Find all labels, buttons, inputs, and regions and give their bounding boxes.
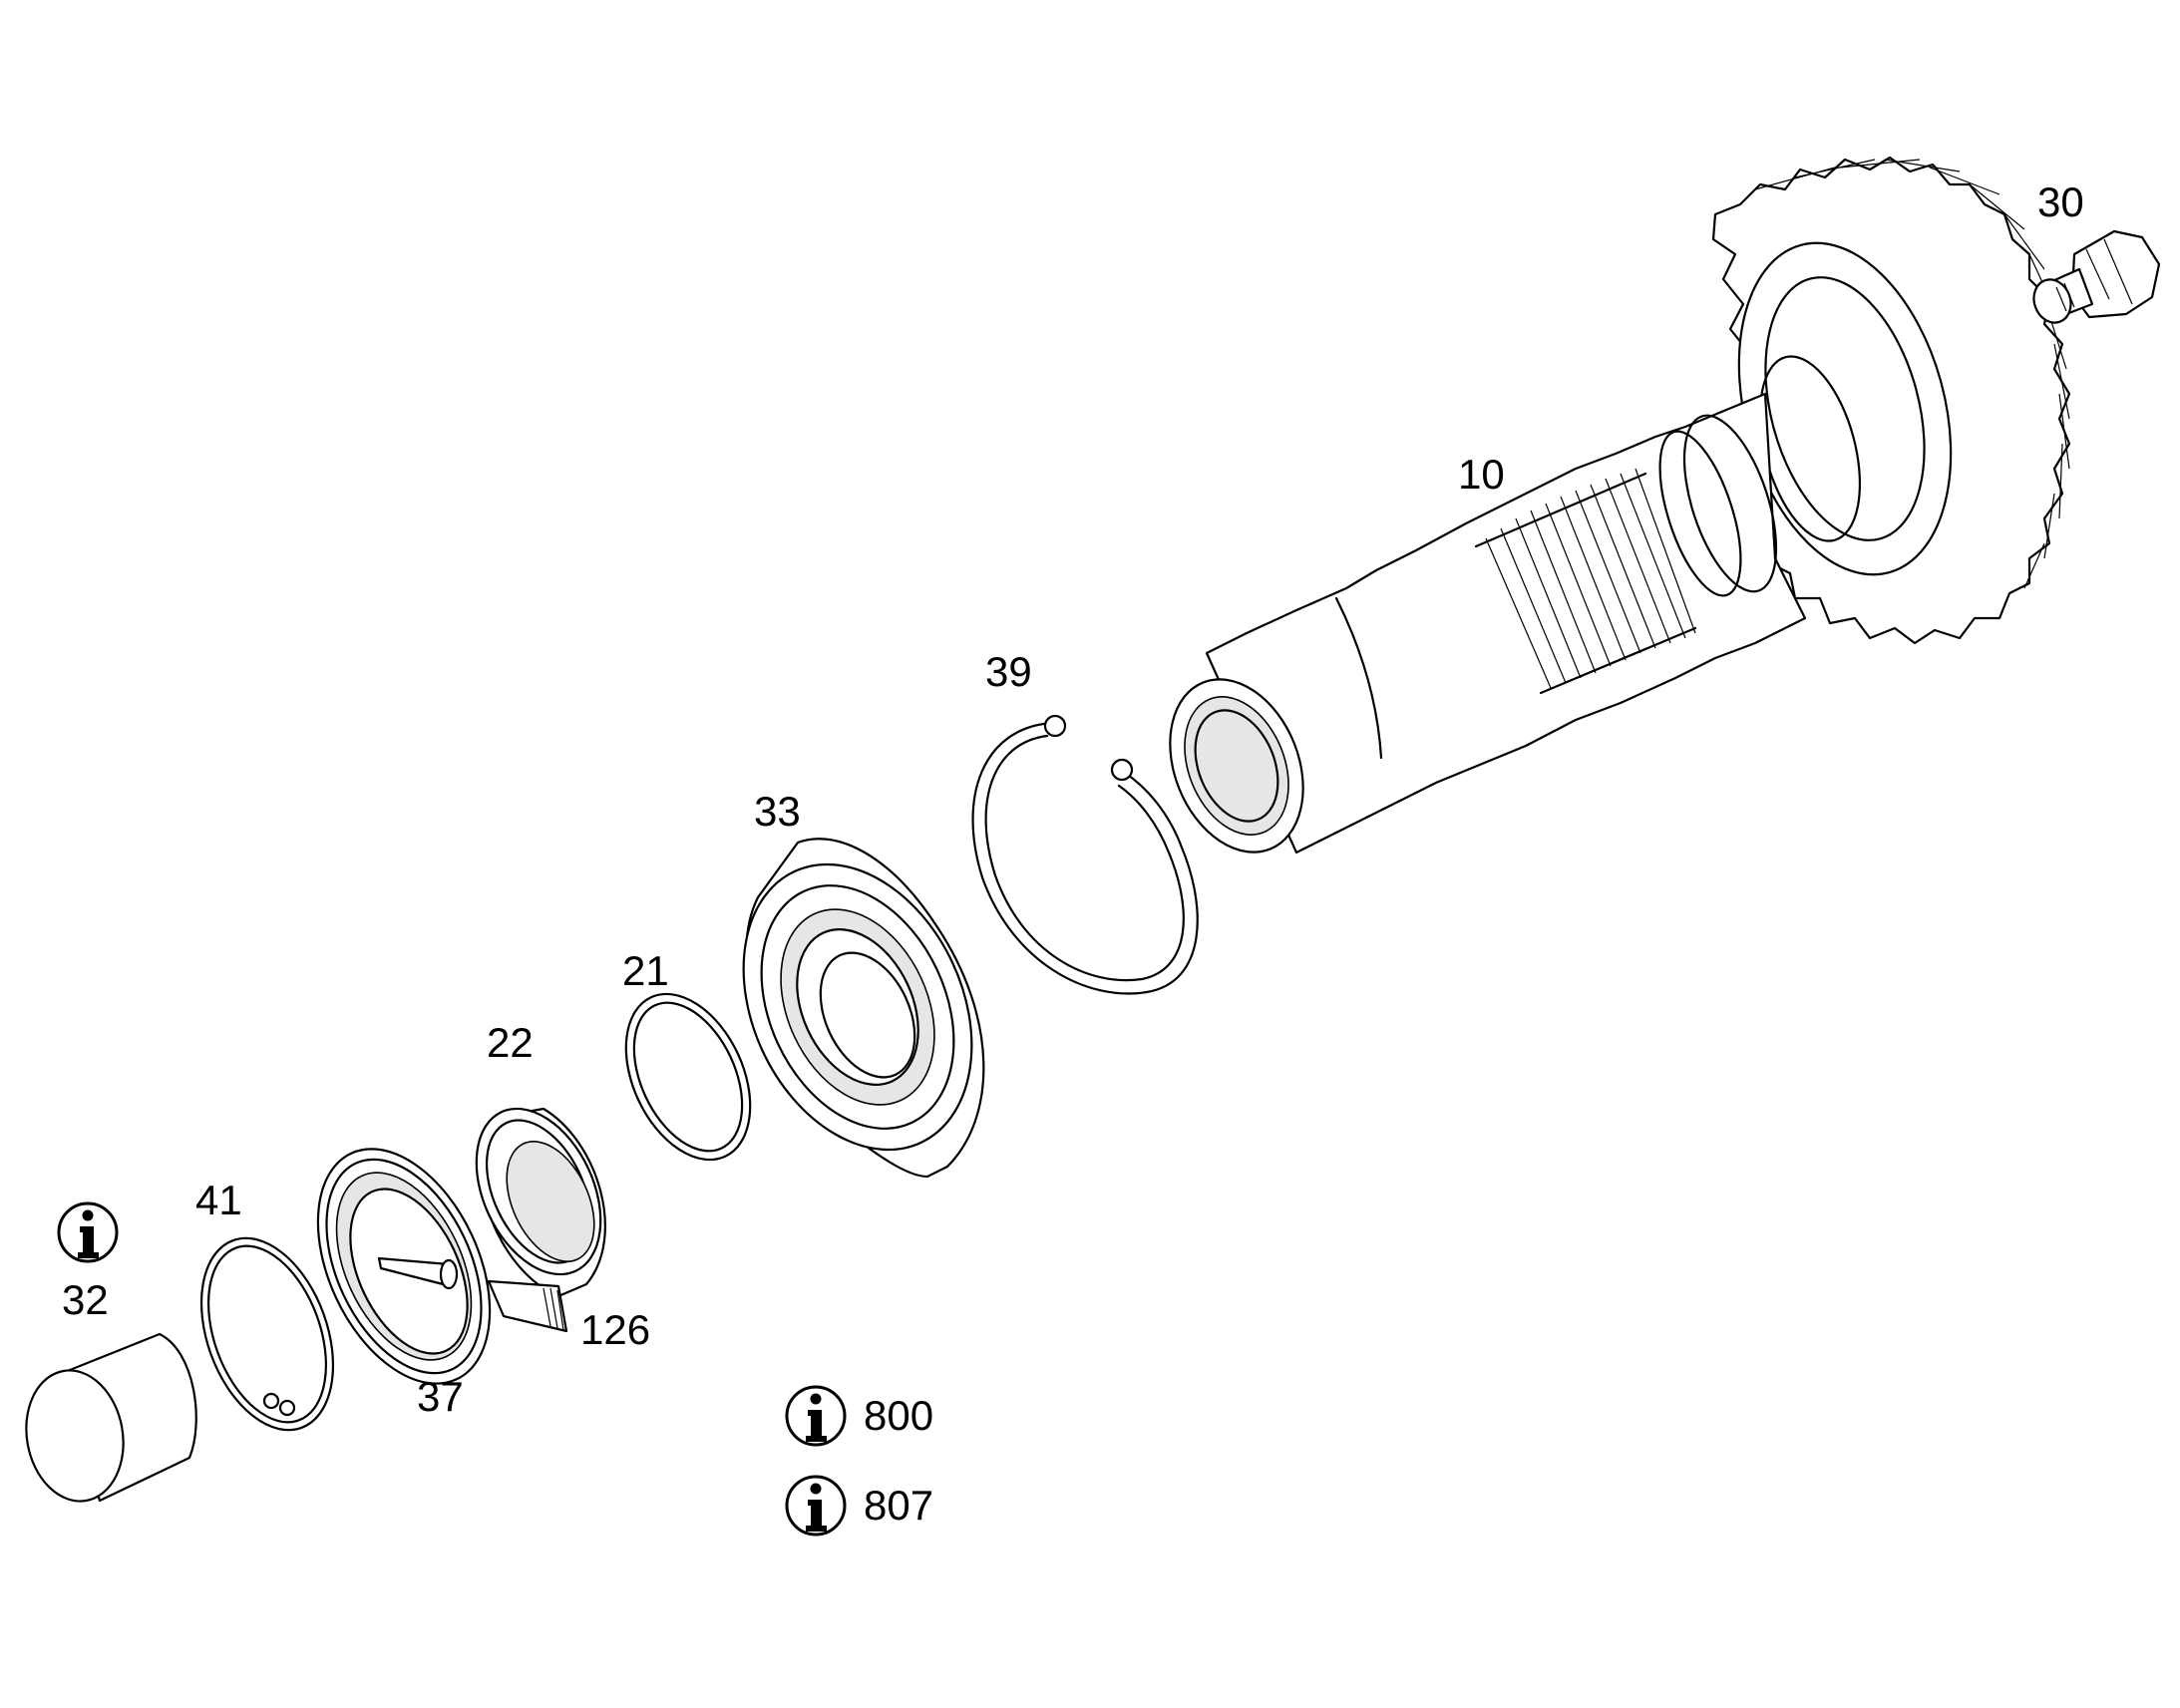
label-41: 41 bbox=[195, 1177, 242, 1223]
info-note-807[interactable]: 807 bbox=[785, 1475, 933, 1537]
part-30-screw-plug bbox=[2032, 229, 2161, 324]
label-30: 30 bbox=[2037, 178, 2084, 225]
label-126: 126 bbox=[580, 1306, 650, 1353]
shaft-splines bbox=[1474, 468, 1697, 695]
info-icon-32[interactable] bbox=[57, 1201, 119, 1263]
part-labels: 10 30 39 33 21 22 41 32 37 126 bbox=[62, 178, 2084, 1420]
part-39-snap-ring bbox=[971, 714, 1199, 995]
label-22: 22 bbox=[487, 1019, 534, 1066]
part-32-cylinder bbox=[25, 1332, 197, 1503]
info-note-807-label: 807 bbox=[864, 1482, 933, 1529]
part-22-sleeve bbox=[475, 1107, 606, 1298]
part-10-shaft-gear bbox=[1169, 156, 2071, 854]
part-33-bearing bbox=[742, 838, 985, 1179]
label-39: 39 bbox=[985, 648, 1032, 695]
part-41-circlip bbox=[199, 1236, 335, 1432]
info-icon bbox=[785, 1475, 847, 1537]
info-note-800[interactable]: 800 bbox=[785, 1385, 933, 1447]
label-10: 10 bbox=[1458, 451, 1505, 498]
info-icon bbox=[785, 1385, 847, 1447]
part-37-shaft-seal bbox=[316, 1148, 492, 1385]
part-126-sealant bbox=[487, 1279, 568, 1333]
info-note-800-label: 800 bbox=[864, 1392, 933, 1439]
label-32: 32 bbox=[62, 1276, 109, 1323]
label-33: 33 bbox=[754, 788, 801, 835]
label-21: 21 bbox=[622, 947, 669, 994]
part-21-o-ring bbox=[624, 992, 752, 1162]
label-37: 37 bbox=[417, 1373, 464, 1420]
